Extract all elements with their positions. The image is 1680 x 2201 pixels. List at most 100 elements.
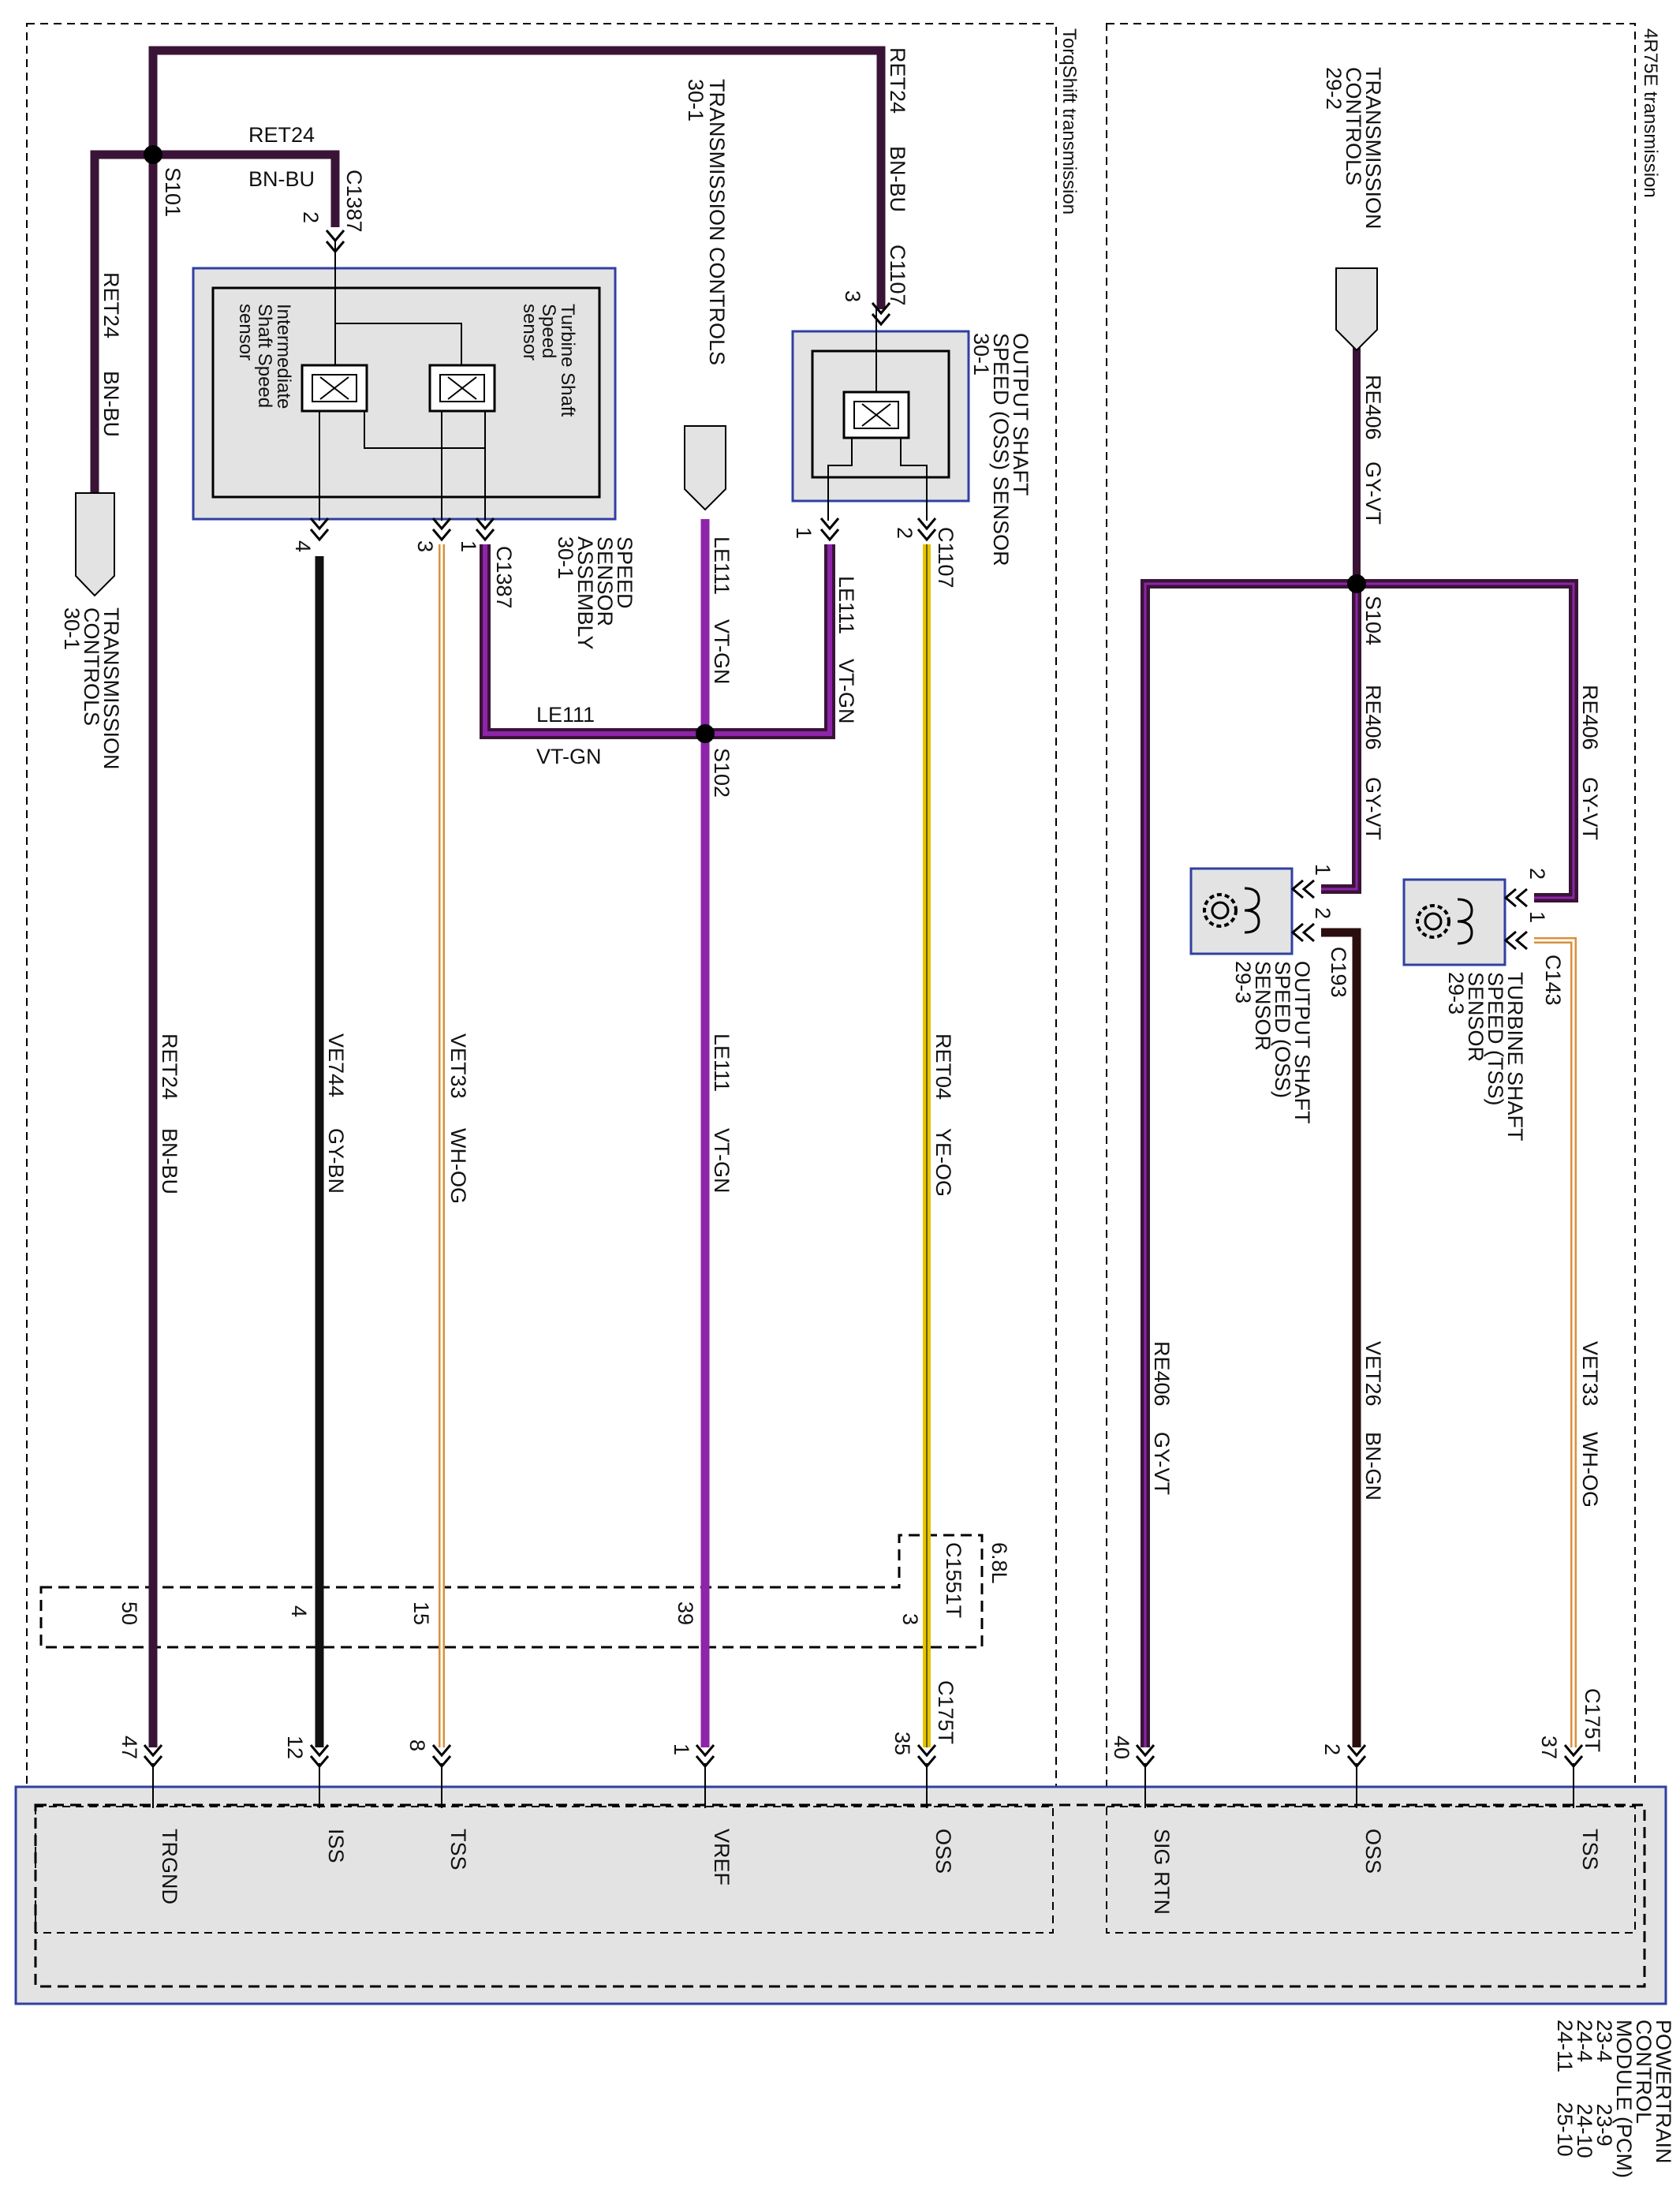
- pcm-label-2: CONTROL: [1632, 2020, 1656, 2124]
- vtgn-label-mid: VT-GN: [710, 619, 734, 685]
- c193-pin2: 2: [1311, 907, 1335, 919]
- pcm-torqshift-area: [35, 1806, 1054, 1934]
- ssa-label-3: ASSEMBLY: [573, 536, 597, 650]
- torqshift-title: TorqShift transmission: [1058, 28, 1080, 215]
- ssa-label-2: SENSOR: [593, 536, 617, 626]
- gybn-label: GY-BN: [324, 1128, 348, 1194]
- pcm-4r75e-area: [1106, 1806, 1636, 1934]
- le111-label-mid: LE111: [710, 536, 734, 595]
- tc-301-left-pointer: [75, 492, 115, 597]
- pcm-pin-oss2: OSS: [1361, 1829, 1385, 1874]
- ret24-label-left: RET24: [99, 272, 123, 338]
- pcm-inner-dashed: [34, 1803, 1646, 1988]
- oss-gear-icon: [1203, 887, 1260, 934]
- c175-pin47: 47: [118, 1736, 141, 1759]
- c1387-bottom-label: C1387: [492, 546, 516, 609]
- oss-sensor-torq-inner: [811, 349, 950, 479]
- c1387-pin3: 3: [413, 540, 437, 552]
- c1387-top-label: C1387: [342, 170, 366, 233]
- c175-pin40: 40: [1110, 1736, 1133, 1759]
- pcm-pin-iss: ISS: [324, 1829, 348, 1863]
- c1551-pin50: 50: [118, 1601, 141, 1625]
- oss-torq-label-2: SPEED (OSS) SENSOR: [989, 333, 1013, 566]
- oss-speed-element: [842, 390, 910, 439]
- c193-label: C193: [1327, 947, 1350, 998]
- tss-4r75e-2: SPEED (TSS): [1484, 972, 1507, 1106]
- intermediate-sensor-label-1: Intermediate: [273, 304, 294, 409]
- tss-4r75e-4: 29-3: [1444, 972, 1468, 1015]
- vtgn-label-s102: VT-GN: [536, 745, 602, 768]
- tc-301-left-1: TRANSMISSION: [99, 607, 123, 770]
- pcm-pin-trgnd: TRGND: [158, 1829, 181, 1904]
- tc-292-1: TRANSMISSION: [1361, 67, 1385, 230]
- c175-pin2: 2: [1320, 1743, 1344, 1755]
- intermediate-sensor-label-2: Shaft Speed: [254, 304, 275, 408]
- pcm-pin-tss: TSS: [446, 1829, 470, 1870]
- vet33-label: VET33: [446, 1033, 470, 1099]
- ssa-label-4: 30-1: [554, 536, 577, 579]
- oss-4r75e-2: SPEED (OSS): [1271, 961, 1294, 1098]
- ret24-label-main: RET24: [158, 1033, 181, 1100]
- ret24-branch-s101: [90, 150, 153, 493]
- gyvt-label-top: GY-VT: [1361, 462, 1385, 525]
- c1551-pin39: 39: [674, 1601, 697, 1625]
- speed-sensor-assembly-box: [192, 267, 617, 521]
- tc-301-mid-line2: 30-1: [684, 79, 707, 121]
- s102-label: S102: [710, 748, 734, 798]
- c1107-pin3: 3: [841, 290, 864, 302]
- pcm-pin-tss2: TSS: [1578, 1829, 1602, 1870]
- s101-splice: [144, 145, 162, 164]
- c175-pin8: 8: [405, 1740, 429, 1751]
- tc-292-3: 29-2: [1322, 67, 1346, 110]
- oss-4r75e-4: 29-3: [1231, 961, 1255, 1003]
- bnbu-label-left: BN-BU: [99, 371, 123, 437]
- turbine-sensor-label-3: sensor: [519, 304, 540, 361]
- c175-pin12: 12: [283, 1736, 307, 1759]
- re406-label-bottom: RE406: [1150, 1341, 1174, 1407]
- tc-301-left-3: 30-1: [60, 607, 84, 650]
- tc-292-2: CONTROLS: [1342, 67, 1365, 185]
- vet26-wire: [1321, 928, 1361, 1747]
- le111-label-main: LE111: [710, 1033, 734, 1092]
- whog-label: WH-OG: [446, 1128, 470, 1204]
- s104-splice: [1347, 574, 1366, 593]
- c1107-top-label: C1107: [886, 245, 909, 306]
- re406-wire-oss-inner: [1321, 580, 1358, 891]
- c175-pin1: 1: [670, 1743, 693, 1755]
- c193-pin1: 1: [1311, 864, 1335, 876]
- pcm-label-1: POWERTRAIN: [1652, 2020, 1675, 2164]
- c175t-label: C175T: [934, 1680, 958, 1744]
- c1107-pin2: 2: [893, 527, 917, 539]
- c1551-engine: 6.8L: [987, 1542, 1011, 1584]
- oss-torq-label-3: 30-1: [969, 333, 993, 376]
- pcm-pin-oss: OSS: [931, 1829, 955, 1874]
- oss-sensor-4r75e-box: [1189, 867, 1294, 955]
- s102-splice: [696, 724, 715, 743]
- tss-4r75e-3: SENSOR: [1464, 972, 1488, 1062]
- c143-pin2: 2: [1525, 868, 1549, 880]
- c1551-pin4: 4: [287, 1605, 311, 1617]
- le111-label-oss: LE111: [834, 576, 858, 634]
- s104-label: S104: [1361, 596, 1385, 645]
- tss-sensor-4r75e-box: [1402, 878, 1506, 966]
- tc-292-pointer: [1335, 267, 1378, 352]
- c1387-pin2: 2: [299, 211, 323, 223]
- pcm-label-4: 23-4 23-9: [1592, 2020, 1616, 2147]
- ret04-label: RET04: [931, 1033, 955, 1100]
- tss-4r75e-1: TURBINE SHAFT: [1503, 972, 1527, 1142]
- ret24-wire: [148, 46, 886, 1747]
- yeog-label: YE-OG: [931, 1128, 955, 1197]
- vtgn-label-oss: VT-GN: [834, 659, 858, 724]
- turbine-sensor-label-1: Turbine Shaft: [557, 304, 578, 417]
- re406-label-right: RE406: [1578, 685, 1602, 750]
- re406-label-top: RE406: [1361, 375, 1385, 440]
- pcm-pin-leads: [152, 1763, 1574, 1808]
- c175-pin35: 35: [890, 1732, 914, 1755]
- s101-label: S101: [161, 167, 185, 217]
- pcm-label-5: 24-4 24-10: [1573, 2020, 1596, 2158]
- c1551-pin3: 3: [898, 1613, 922, 1625]
- ve744-label: VE744: [324, 1033, 348, 1097]
- pcm-pin-vref: VREF: [710, 1829, 734, 1885]
- gyvt-label-bottom: GY-VT: [1150, 1432, 1174, 1495]
